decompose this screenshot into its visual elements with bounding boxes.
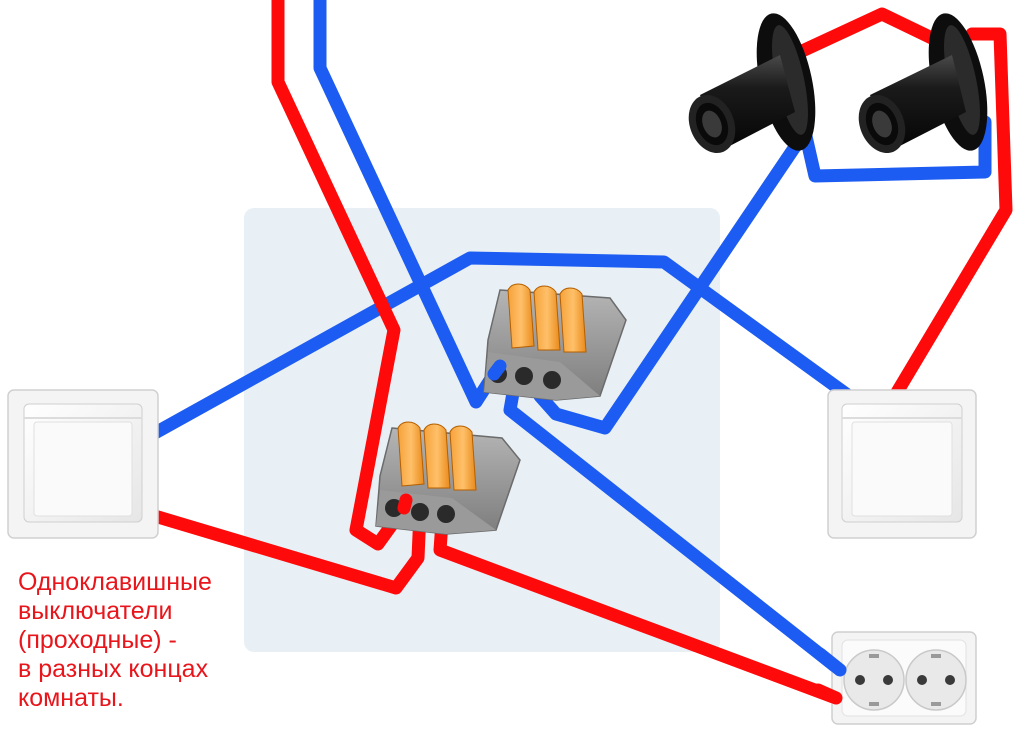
neutral-wire-left-switch	[139, 251, 867, 445]
wago-connector-lower	[375, 421, 521, 535]
right-switch	[827, 389, 977, 539]
phase-wire-left-switch	[141, 505, 427, 595]
caption-line: в разных концах	[18, 655, 209, 683]
left-switch	[7, 389, 159, 539]
phase-wire-feed	[271, 0, 411, 551]
phase-wire-right-switch	[883, 27, 1013, 411]
caption: Одноклавишные выключатели (проходные) - …	[18, 568, 212, 713]
caption-line: Одноклавишные	[18, 568, 212, 596]
double-socket	[831, 631, 977, 725]
caption-line: (проходные) -	[18, 626, 177, 654]
junction-box	[244, 208, 720, 652]
lamp-holder-right	[858, 13, 988, 154]
phase-wire-lamp-bridge	[793, 7, 947, 59]
wago-connector-upper	[483, 283, 627, 401]
caption-line: выключатели	[18, 597, 173, 625]
lamp-holder-left	[688, 13, 816, 154]
caption-line: комнаты.	[18, 684, 124, 712]
